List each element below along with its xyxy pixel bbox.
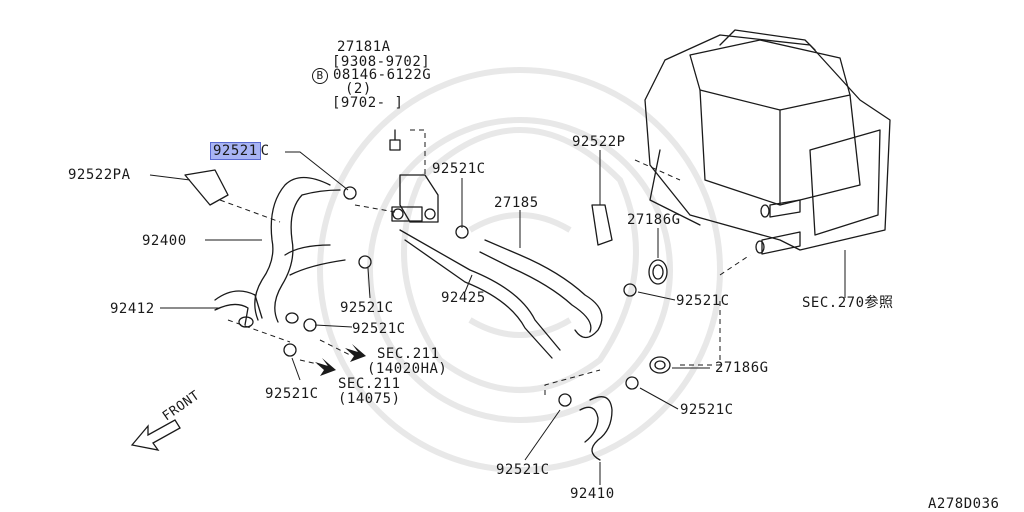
label-92400: 92400	[142, 233, 187, 249]
label-92521c-b: 92521C	[340, 300, 394, 316]
highlight-suffix: C	[260, 143, 270, 159]
front-arrow-icon	[130, 419, 181, 451]
label-92521c-e: 92521C	[265, 386, 319, 402]
label-sec211-b-sub: (14075)	[338, 391, 401, 407]
hose-92400	[254, 176, 341, 323]
hose-clamps	[283, 186, 639, 407]
label-92425: 92425	[441, 290, 486, 306]
bolt-symbol: B	[312, 68, 328, 84]
label-92522pa: 92522PA	[68, 167, 131, 183]
label-92410: 92410	[570, 486, 615, 502]
grommet-27186g-b	[649, 356, 671, 374]
label-bolt-part: 08146-6122G	[333, 67, 432, 83]
clip-92522p	[591, 204, 613, 246]
label-sec211-b: SEC.211	[338, 376, 401, 392]
label-sec270: SEC.270参照	[802, 295, 894, 311]
label-92521c-c: 92521C	[676, 293, 730, 309]
bolt-symbol-b-icon: B	[312, 68, 328, 84]
diagram-code: A278D036	[928, 496, 1000, 512]
label-92522p: 92522P	[572, 134, 626, 150]
highlight-box[interactable]: 92521	[210, 142, 261, 160]
label-27186g-a: 27186G	[627, 212, 681, 228]
heater-unit	[644, 29, 891, 255]
label-92521c-f: 92521C	[680, 402, 734, 418]
label-92521c-a: 92521C	[432, 161, 486, 177]
label-27181a: 27181A	[337, 39, 391, 55]
grommet-27186g-a	[648, 259, 668, 285]
hose-92410	[579, 396, 613, 461]
hose-92425	[399, 229, 561, 359]
clip-92522pa	[184, 169, 229, 206]
label-92521c-d: 92521C	[352, 321, 406, 337]
label-92412: 92412	[110, 301, 155, 317]
label-27185: 27185	[494, 195, 539, 211]
label-92521c-g: 92521C	[496, 462, 550, 478]
label-sec211-a-sub: (14020HA)	[367, 361, 448, 377]
valve-27181a	[389, 129, 439, 223]
label-bolt-qty: (2)	[345, 81, 372, 97]
label-27186g-b: 27186G	[715, 360, 769, 376]
label-date-range-1: [9308-9702]	[332, 54, 431, 70]
hose-27185	[479, 239, 603, 339]
label-date-range-2: [9702- ]	[332, 95, 404, 111]
label-sec211-a: SEC.211	[377, 346, 440, 362]
watermark-emblem	[317, 67, 723, 473]
sec211-arrows	[315, 344, 366, 376]
